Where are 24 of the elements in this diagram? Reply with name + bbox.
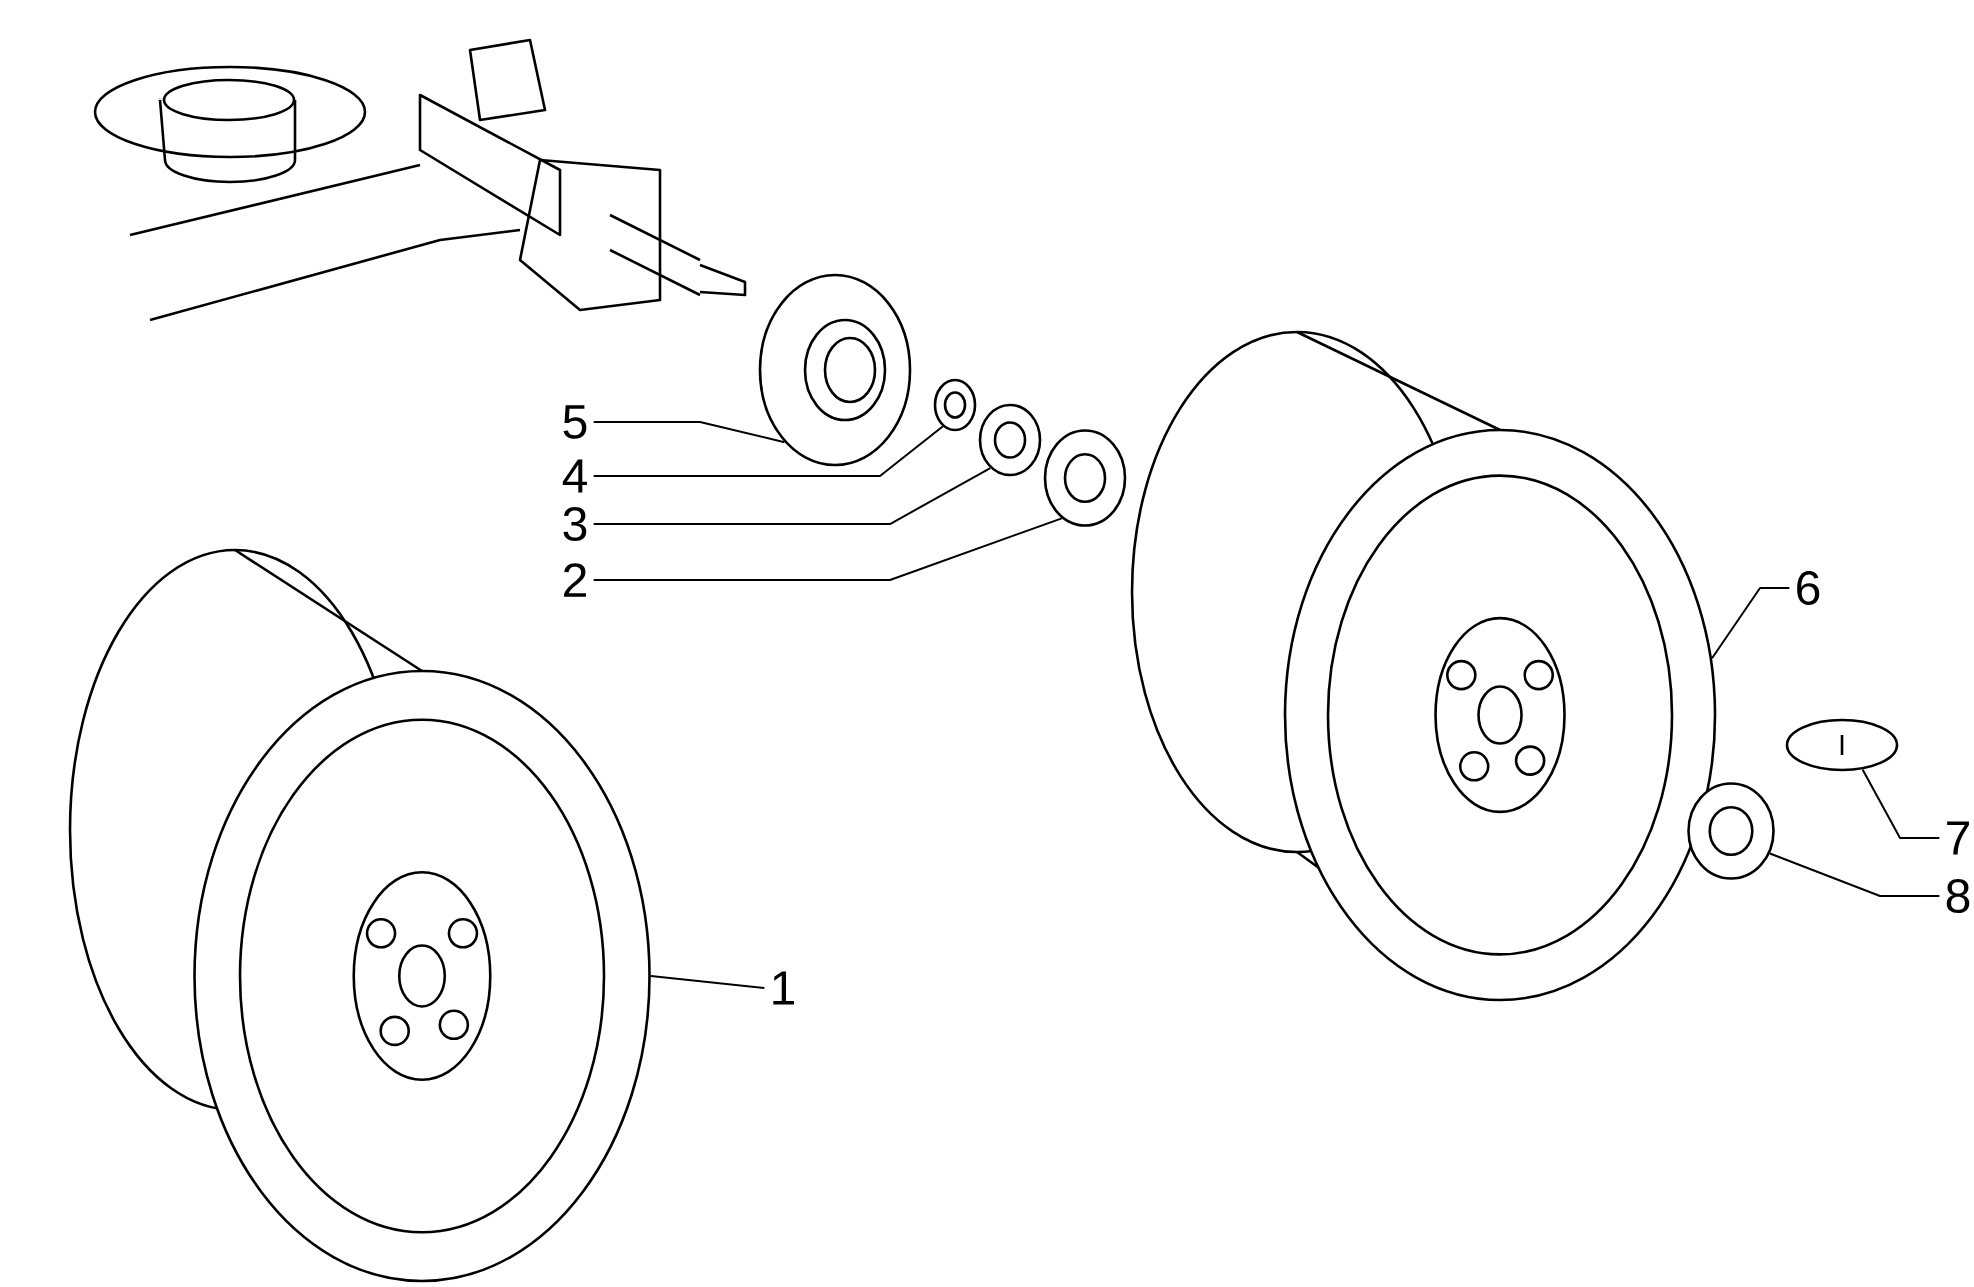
callout-number: 2 bbox=[564, 563, 586, 597]
nut-drawing bbox=[978, 403, 1042, 477]
leader-line bbox=[1711, 587, 1791, 660]
callout-number: 5 bbox=[563, 405, 587, 439]
leader-line bbox=[1768, 852, 1941, 897]
callout-number: 7 bbox=[1947, 821, 1969, 855]
leader-line bbox=[592, 467, 992, 525]
leader-line bbox=[592, 425, 944, 477]
cap-drawing bbox=[1043, 429, 1127, 527]
callout-number: 1 bbox=[773, 971, 794, 1005]
callout-number: 8 bbox=[1946, 879, 1970, 913]
wheel-drawing bbox=[1130, 330, 1717, 1002]
leader-line bbox=[592, 421, 786, 444]
leader-line bbox=[1861, 768, 1941, 839]
callout-number: 6 bbox=[1797, 571, 1820, 605]
leader-line bbox=[649, 975, 766, 989]
callout-number: 3 bbox=[563, 507, 587, 541]
hub-drawing bbox=[758, 273, 912, 467]
callout-number: 4 bbox=[562, 459, 587, 493]
bolt-drawing bbox=[1785, 718, 1899, 772]
leader-line bbox=[592, 517, 1063, 581]
washer-drawing bbox=[933, 378, 977, 432]
hubcap-drawing bbox=[1687, 782, 1775, 880]
wheel-drawing bbox=[68, 548, 651, 1283]
